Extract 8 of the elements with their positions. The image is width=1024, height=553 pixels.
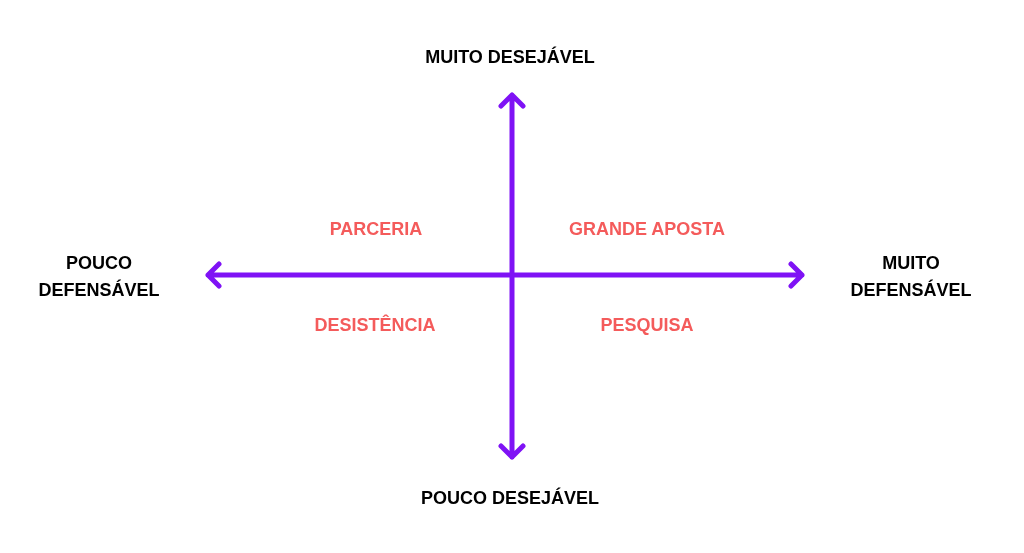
quadrant-label: PARCERIA: [328, 217, 424, 241]
quadrant-label: DESISTÊNCIA: [313, 313, 437, 337]
axis-label: POUCO DESEJÁVEL: [419, 486, 600, 510]
axis-label: POUCO DEFENSÁVEL: [37, 252, 161, 302]
axis-label: MUITO DESEJÁVEL: [424, 45, 596, 69]
quadrant-label: PESQUISA: [599, 313, 695, 337]
axis-label: MUITO DEFENSÁVEL: [849, 252, 973, 302]
quadrant-label: GRANDE APOSTA: [568, 217, 726, 241]
